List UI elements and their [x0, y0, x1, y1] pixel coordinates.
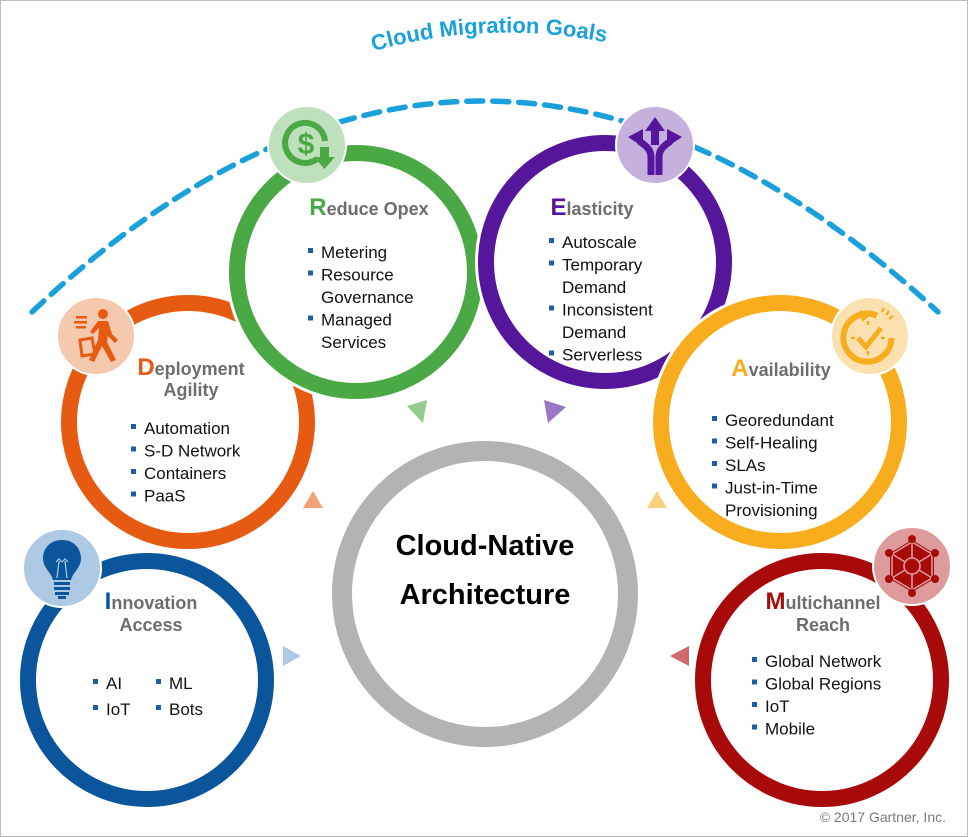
title2-deployment-agility: Agility — [163, 380, 218, 400]
ring-innovation-access — [20, 553, 274, 807]
title-innovation-access: Innovation — [105, 588, 198, 615]
list-item: Automation — [144, 419, 230, 438]
list-item: Self-Healing — [725, 434, 818, 453]
center-ring — [332, 441, 638, 747]
title2-multichannel-reach: Reach — [796, 615, 850, 635]
network-hub-icon — [885, 535, 939, 597]
bullet-marker — [712, 461, 717, 466]
bullet-marker — [752, 702, 757, 707]
title-reduce-opex: Reduce Opex — [309, 194, 428, 221]
title-multichannel-reach: Multichannel — [765, 588, 880, 615]
bullet-marker — [712, 438, 717, 444]
goal-innovation-access: Innovation Access AI ML IoT Bots — [17, 528, 277, 810]
pointer-availability — [647, 491, 667, 508]
center-architecture: Cloud-Native Architecture — [332, 441, 638, 747]
list-item: SLAs — [725, 456, 766, 475]
pointer-reduce-opex — [407, 400, 427, 423]
pointer-deployment-agility — [303, 491, 323, 508]
bullet-marker — [131, 446, 136, 452]
bullet-marker — [752, 724, 757, 730]
pointer-elasticity — [544, 400, 566, 423]
title-deployment-agility: Deployment — [137, 354, 244, 381]
bullet-marker — [549, 350, 554, 356]
item-ai: AI — [106, 674, 122, 693]
ring-reduce-opex — [229, 145, 483, 399]
walking-person-icon — [74, 309, 118, 362]
ring-elasticity — [478, 135, 732, 389]
list-item: Containers — [144, 464, 226, 483]
list-item: Autoscale — [562, 233, 637, 252]
bullet-marker — [549, 305, 554, 311]
bullet-marker — [712, 416, 717, 421]
ring-multichannel-reach — [695, 553, 949, 807]
ring-deployment-agility — [61, 295, 315, 549]
icon-badge-deployment-agility — [56, 296, 136, 376]
item-iot: IoT — [106, 700, 131, 719]
title-elasticity: Elasticity — [550, 194, 633, 221]
list-item: Global Regions — [765, 675, 881, 694]
title2-innovation-access: Access — [119, 615, 182, 635]
list-item: Global Network — [765, 652, 882, 671]
dollar-down-icon: $ — [282, 119, 335, 169]
list-item: S-D Network — [144, 442, 241, 461]
bullet-marker — [308, 248, 313, 253]
bullet-marker — [131, 424, 136, 429]
list-item: Georedundant — [725, 411, 834, 430]
copyright-notice: © 2017 Gartner, Inc. — [820, 809, 946, 825]
pointer-innovation-access — [283, 646, 301, 666]
list-item: IoT — [765, 697, 790, 716]
goals-dashed-arc — [29, 98, 941, 315]
list-item: Serverless — [562, 346, 642, 365]
list-item: Metering — [321, 243, 387, 262]
bullet-marker — [308, 270, 313, 276]
svg-text:$: $ — [298, 128, 315, 161]
clock-check-icon — [840, 307, 895, 365]
center-title-line2: Architecture — [400, 579, 571, 611]
bullet-marker — [308, 315, 313, 321]
bullet-marker — [549, 238, 554, 243]
items-innovation-access: AI ML IoT Bots — [93, 674, 203, 719]
items-availability: GeoredundantSelf-HealingSLAsJust-in-Time… — [712, 411, 834, 520]
goal-multichannel-reach: Multichannel Reach Global NetworkGlobal … — [692, 526, 952, 810]
title-availability: Availability — [731, 355, 830, 382]
bullet-marker — [549, 260, 554, 266]
split-arrows-icon — [628, 117, 682, 175]
bullet-marker — [752, 657, 757, 662]
list-item: Mobile — [765, 720, 815, 739]
diagram-title: Cloud Migration Goals — [368, 13, 609, 56]
bullet-marker — [712, 483, 717, 489]
bullet-marker — [131, 469, 136, 474]
item-ml: ML — [169, 674, 193, 693]
pointer-multichannel-reach — [670, 646, 689, 666]
goal-availability: Availability GeoredundantSelf-HealingSLA… — [650, 292, 910, 552]
lightbulb-icon — [43, 540, 81, 599]
bullet-marker — [752, 679, 757, 685]
center-title-line1: Cloud-Native — [396, 530, 575, 562]
bullet-marker — [131, 491, 136, 497]
item-bots: Bots — [169, 700, 203, 719]
list-item: PaaS — [144, 487, 186, 506]
ring-availability — [653, 295, 907, 549]
